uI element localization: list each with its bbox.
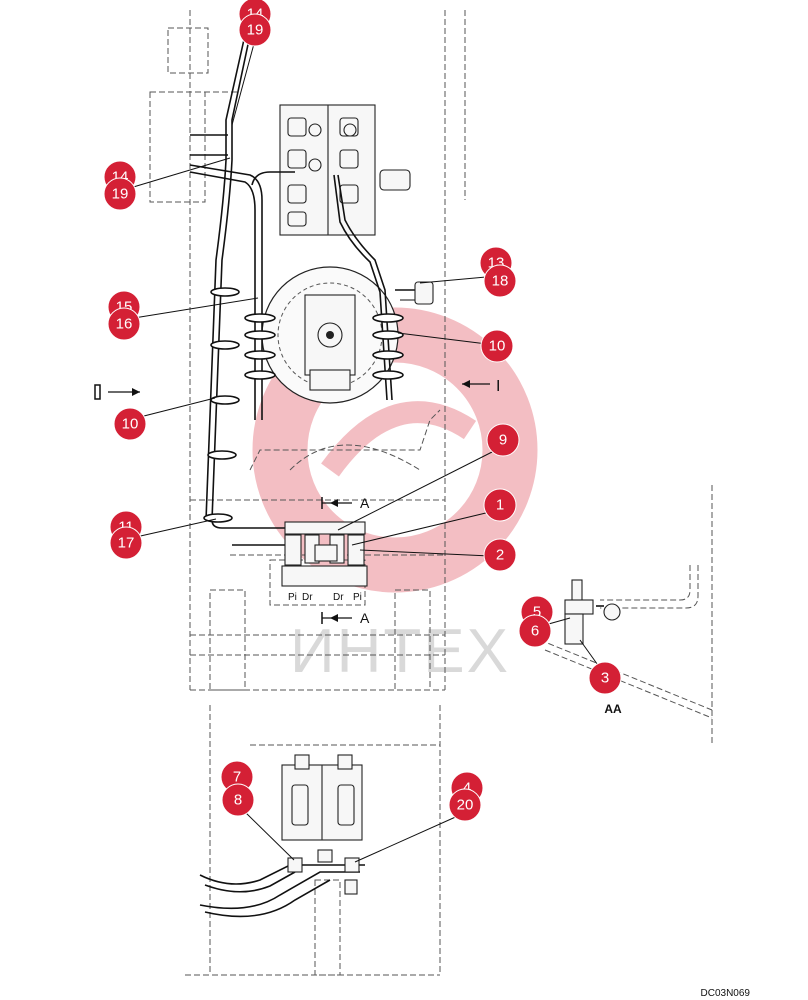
callout-10: 10 <box>480 329 514 363</box>
callout-19: 19 <box>103 177 137 211</box>
callout-bubble <box>107 307 141 341</box>
leader-lines <box>129 39 601 863</box>
callout-bubble <box>483 538 517 572</box>
callout-number: 4 <box>463 780 471 797</box>
hose-clamps <box>203 287 404 523</box>
callout-8: 8 <box>221 783 255 817</box>
section-mark-a-top: A <box>360 495 370 511</box>
callout-20: 20 <box>448 788 482 822</box>
callout-number: 20 <box>457 797 474 814</box>
callout-16: 16 <box>107 307 141 341</box>
callout-bubble <box>518 614 552 648</box>
callout-number: 1 <box>496 497 504 514</box>
callout-bubble <box>486 423 520 457</box>
watermark-text: ИНТЕХ <box>290 617 510 686</box>
callout-number: 2 <box>496 547 504 564</box>
section-mark-roman-right: I <box>496 378 500 395</box>
callout-number: 3 <box>601 670 609 687</box>
callout-number: 18 <box>492 273 509 290</box>
hose-routing-upper <box>189 34 434 546</box>
section-marks: I A A <box>94 378 500 626</box>
callout-10: 10 <box>113 407 147 441</box>
section-mark-a-bottom: A <box>360 610 370 626</box>
callout-number: 19 <box>247 22 264 39</box>
callout-bubble <box>483 488 517 522</box>
port-label-pi-right: Pi <box>353 592 362 603</box>
callout-17: 17 <box>109 526 143 560</box>
callout-bubble <box>448 788 482 822</box>
callout-2: 2 <box>483 538 517 572</box>
callout-bubble <box>103 177 137 211</box>
callout-number: 8 <box>234 792 242 809</box>
callout-bubble <box>588 661 622 695</box>
callout-number: 7 <box>233 769 241 786</box>
callout-number: 10 <box>122 416 139 433</box>
port-manifold: Pi Dr Dr Pi <box>281 521 368 603</box>
callout-bubble <box>109 526 143 560</box>
callout-layer: 14191419131815161010911117256378420 <box>103 0 622 822</box>
callout-number: 5 <box>533 604 541 621</box>
control-valve-block-top <box>279 104 411 236</box>
drawing-code: DC03N069 <box>701 988 751 999</box>
callout-9: 9 <box>486 423 520 457</box>
callout-bubble <box>238 13 272 47</box>
callout-bubble <box>483 264 517 298</box>
callout-19: 19 <box>238 13 272 47</box>
callout-bubble <box>480 329 514 363</box>
callout-number: 6 <box>531 623 539 640</box>
lower-valve-detail <box>185 705 441 976</box>
upper-frame-outline <box>149 10 466 691</box>
callout-number: 17 <box>118 535 135 552</box>
callout-1: 1 <box>483 488 517 522</box>
callout-bubble <box>113 407 147 441</box>
callout-number: 16 <box>116 316 133 333</box>
detail-view-aa: AA <box>539 485 713 745</box>
callout-number: 19 <box>112 186 129 203</box>
callout-number: 9 <box>499 432 507 449</box>
callout-number: 10 <box>489 338 506 355</box>
port-label-pi-left: Pi <box>288 592 297 603</box>
callout-18: 18 <box>483 264 517 298</box>
port-label-dr-left: Dr <box>302 592 313 603</box>
view-label-aa: AA <box>604 702 622 716</box>
port-label-dr-right: Dr <box>333 592 344 603</box>
callout-bubble <box>221 783 255 817</box>
callout-3: 3 <box>588 661 622 695</box>
callout-6: 6 <box>518 614 552 648</box>
